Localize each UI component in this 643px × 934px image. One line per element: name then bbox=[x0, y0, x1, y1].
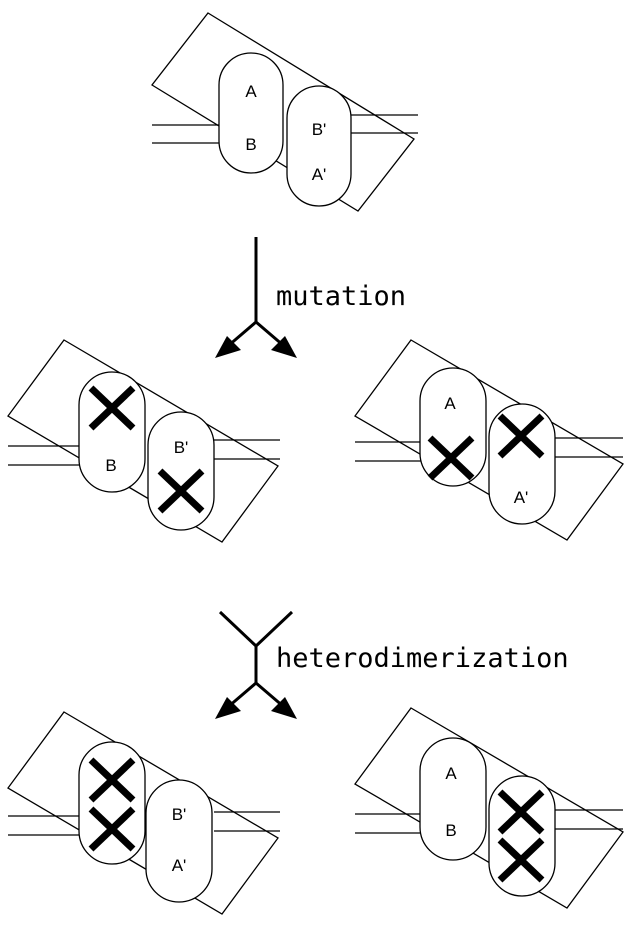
arrowhead-right bbox=[271, 697, 297, 719]
domain-left bbox=[419, 737, 487, 861]
domain-right-top-label: B' bbox=[174, 438, 189, 457]
domain-right bbox=[488, 775, 556, 897]
mutation-x-mark bbox=[88, 385, 136, 431]
linker-stubs bbox=[355, 809, 623, 834]
domain-right bbox=[286, 85, 352, 207]
domain-left-bottom-label: B bbox=[245, 135, 256, 154]
linker-stubs bbox=[355, 437, 623, 462]
domain-left bbox=[218, 52, 284, 174]
mutation-x-mark bbox=[427, 435, 475, 481]
arrowhead-left bbox=[215, 336, 241, 358]
domain-left bbox=[419, 367, 487, 487]
domain-left bbox=[78, 741, 146, 865]
domain-right-top-label: B' bbox=[312, 120, 327, 139]
domain-right bbox=[147, 411, 215, 531]
step-label-heterodimerization: heterodimerization bbox=[276, 643, 569, 674]
protein-mutant-2: A A' bbox=[354, 339, 624, 541]
domain-right-bottom-label: A' bbox=[514, 488, 529, 507]
mutation-arrow bbox=[215, 237, 297, 358]
domain-right-bottom-label: A' bbox=[312, 165, 327, 184]
domain-left-top-label: A bbox=[245, 82, 257, 101]
domain-left-bottom-label: B bbox=[445, 821, 456, 840]
step-label-mutation: mutation bbox=[276, 281, 406, 312]
mutation-x-mark bbox=[497, 837, 545, 883]
linker-stubs bbox=[8, 811, 280, 836]
domain-left-top-label: A bbox=[445, 764, 457, 783]
domain-right bbox=[145, 779, 213, 903]
arrowhead-right bbox=[271, 336, 297, 358]
mutation-x-mark bbox=[88, 806, 136, 852]
domain-right-bottom-label: A' bbox=[172, 856, 187, 875]
protein-heterodimer-1: B' A' bbox=[7, 711, 280, 915]
linker-stubs bbox=[152, 114, 418, 144]
protein-mutant-1: B B' bbox=[7, 339, 280, 543]
mutation-x-mark bbox=[88, 757, 136, 803]
domain-right-top-label: B' bbox=[172, 805, 187, 824]
domain-right bbox=[488, 403, 556, 525]
protein-original: A B B' A' bbox=[151, 12, 418, 212]
arrowhead-left bbox=[215, 697, 241, 719]
linker-stubs bbox=[8, 439, 280, 466]
protein-heterodimer-2: A B bbox=[354, 707, 624, 909]
heterodimerization-arrow bbox=[215, 610, 297, 719]
domain-left bbox=[78, 371, 146, 493]
mutation-x-mark bbox=[497, 413, 545, 459]
domain-left-bottom-label: B bbox=[105, 456, 116, 475]
mutation-x-mark bbox=[157, 468, 205, 514]
domain-left-top-label: A bbox=[444, 394, 456, 413]
mutation-x-mark bbox=[497, 789, 545, 835]
